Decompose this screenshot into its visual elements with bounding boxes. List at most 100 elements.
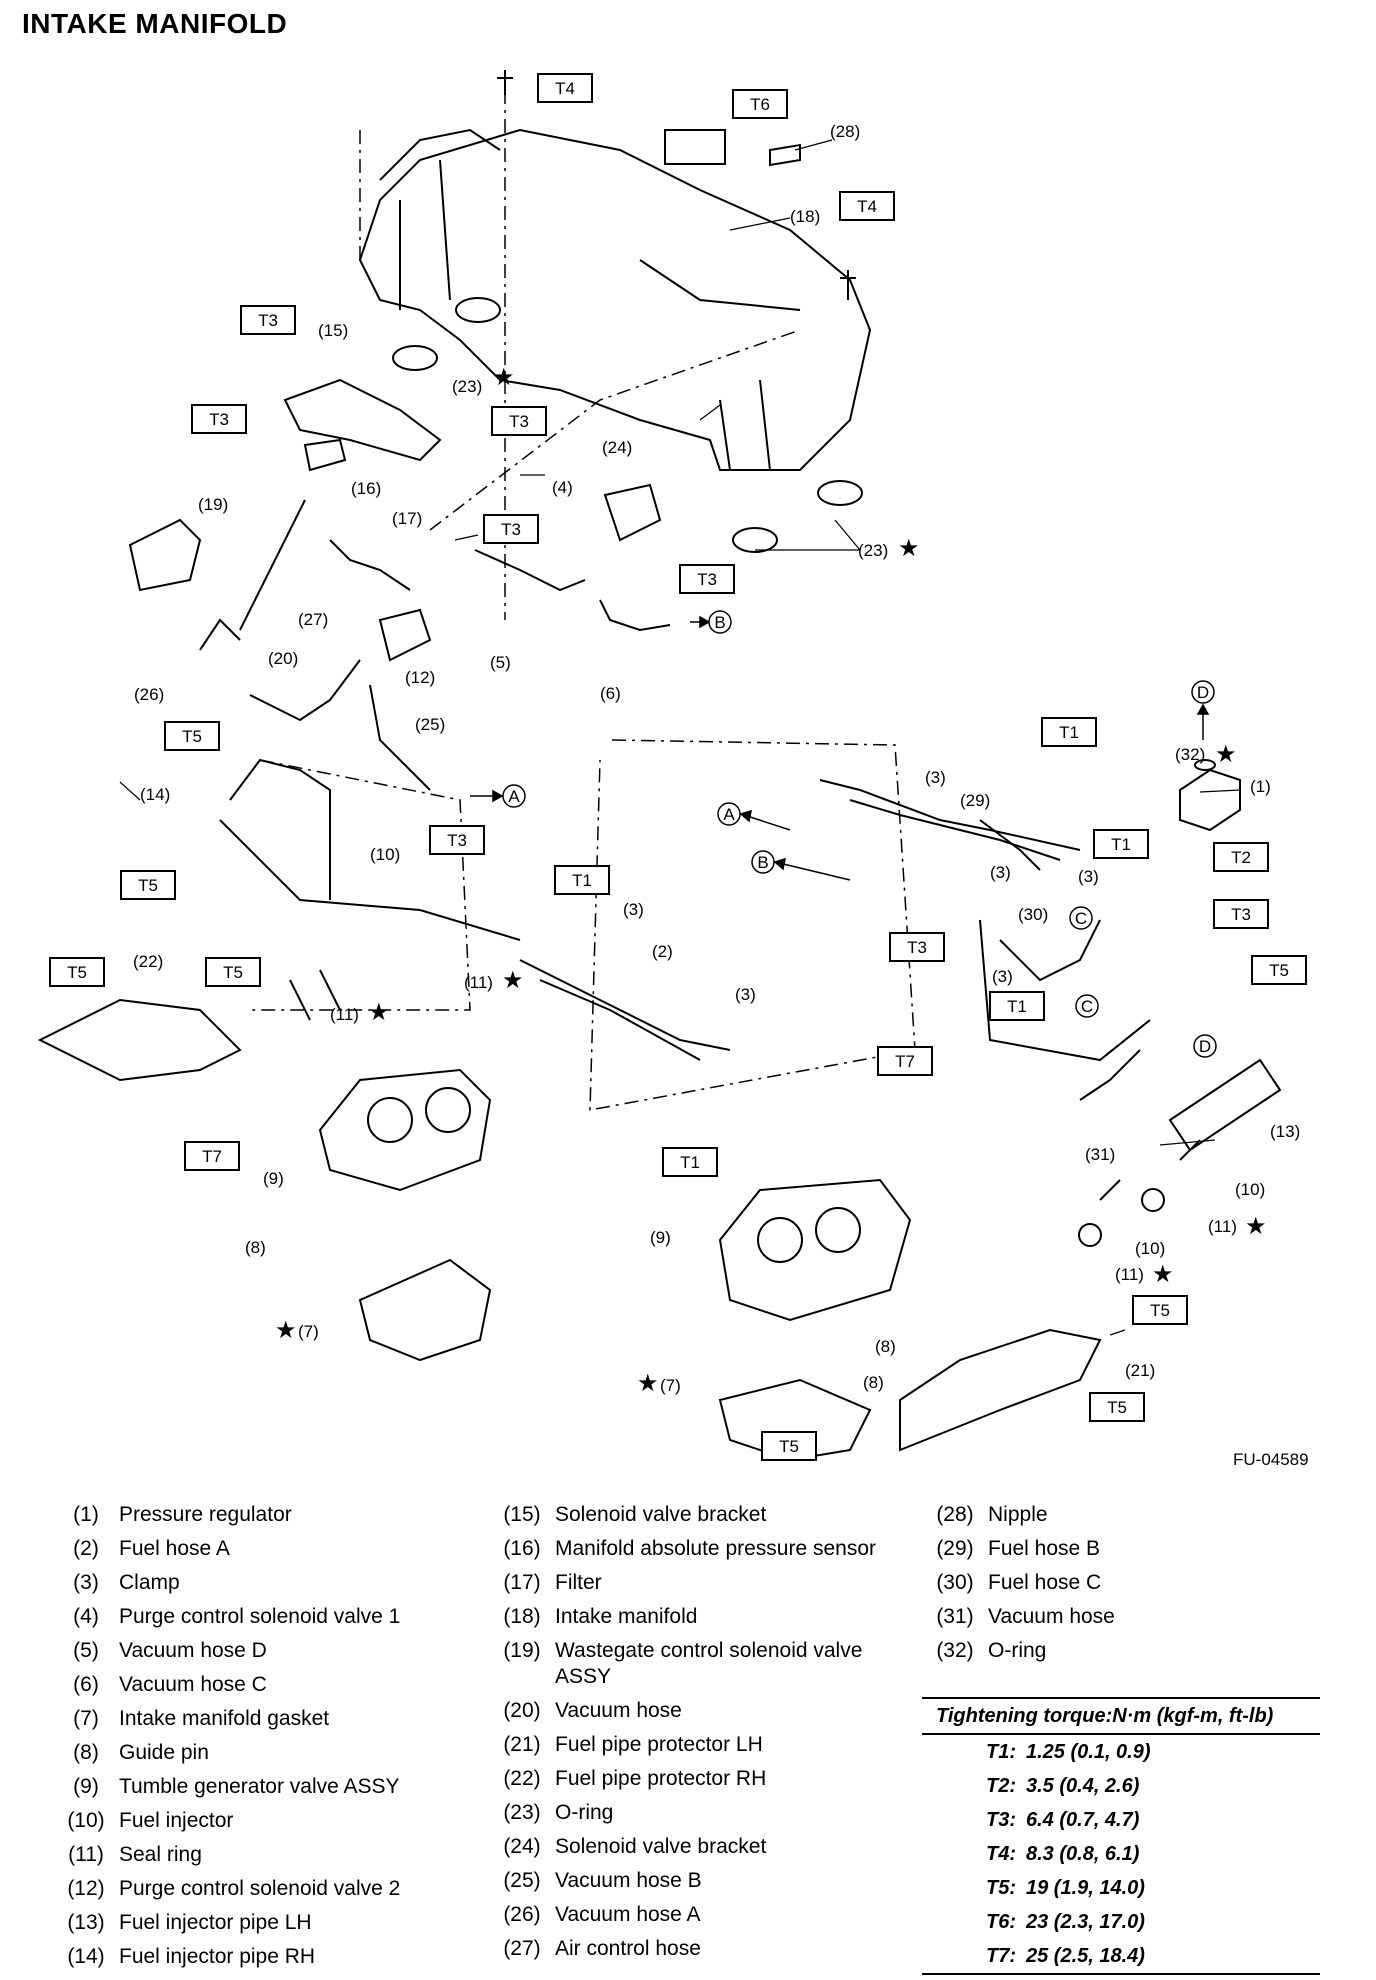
circle-B-1: B [714, 613, 725, 632]
t3-box-4: T3 [483, 514, 539, 544]
circle-B-2: B [757, 853, 768, 872]
t5-box-3: T5 [49, 957, 105, 987]
star-7a: ★ [275, 1317, 297, 1344]
intake-manifold [358, 128, 872, 471]
label-12: (12) [405, 668, 435, 687]
legend-row: (31)Vacuum hose [936, 1605, 1115, 1628]
label-19: (19) [198, 495, 228, 514]
seal-ring-lh-2 [1141, 1188, 1165, 1212]
label-17: (17) [392, 509, 422, 528]
star-23a: ★ [493, 364, 515, 391]
star-32: ★ [1215, 741, 1237, 768]
vacuum-hose-31 [1079, 1049, 1141, 1101]
torque-header: Tightening torque:N·m (kgf-m, ft-lb) [922, 1697, 1320, 1735]
figure-code: FU-04589 [1233, 1450, 1309, 1469]
legend-row: (32)O-ring [936, 1639, 1047, 1662]
pressure-regulator [1179, 768, 1241, 832]
o-ring-23a [392, 345, 438, 371]
t3-box-7: T3 [1213, 899, 1269, 929]
svg-text:T7: T7 [202, 1147, 222, 1166]
legend-row: (7)Intake manifold gasket [73, 1707, 330, 1730]
label-7a: (7) [298, 1322, 319, 1341]
t1-box-4: T1 [989, 991, 1045, 1021]
label-15: (15) [318, 321, 348, 340]
label-11b: (11) [330, 1005, 359, 1024]
legend-row: (23)O-ring [503, 1801, 614, 1824]
svg-text:T1: T1 [1111, 835, 1131, 854]
legend-row: (4)Purge control solenoid valve 1 [73, 1605, 401, 1628]
legend-row: (27)Air control hose [503, 1937, 701, 1960]
tumble-generator-valve-rh [318, 1068, 492, 1192]
svg-text:T3: T3 [509, 412, 529, 431]
label-9a: (9) [263, 1169, 284, 1188]
label-6: (6) [600, 684, 621, 703]
label-30: (30) [1018, 905, 1048, 924]
o-ring-23c [732, 527, 778, 553]
fuel-injector-pipe-lh [1168, 1058, 1282, 1152]
label-10c: (10) [1135, 1239, 1165, 1258]
t5-box-7: T5 [1089, 1392, 1145, 1422]
t3-box-3: T3 [491, 406, 547, 436]
label-20: (20) [268, 649, 298, 668]
legend-row: (1)Pressure regulator [73, 1503, 292, 1526]
svg-text:T3: T3 [258, 311, 278, 330]
t3-box-1: T3 [240, 305, 296, 335]
torque-row: T6:23 (2.3, 17.0) [986, 1911, 1145, 1933]
label-8c: (8) [863, 1373, 884, 1392]
label-3d: (3) [623, 900, 644, 919]
star-11d: ★ [1152, 1261, 1174, 1288]
label-10b: (10) [1235, 1180, 1265, 1199]
legend-row: (3)Clamp [73, 1571, 180, 1594]
vacuum-hose-26 [249, 659, 361, 722]
legend-column-2: (15)Solenoid valve bracket (16)Manifold … [489, 1498, 925, 1966]
t1-box-2: T1 [1093, 829, 1149, 859]
star-11c: ★ [1245, 1213, 1267, 1240]
legend-row: (13)Fuel injector pipe LH [67, 1911, 312, 1934]
legend-row: (20)Vacuum hose [503, 1699, 682, 1722]
label-23b: (23) [858, 541, 888, 560]
t3-box-6: T3 [429, 825, 485, 855]
filter-17 [329, 539, 411, 591]
legend-row: (28)Nipple [936, 1503, 1048, 1526]
label-32: (32) [1175, 745, 1205, 764]
circle-A-1: A [508, 787, 520, 806]
fuel-pipe-protector-lh [899, 1328, 1102, 1452]
circle-D-1: D [1197, 683, 1209, 702]
legend-row: (21)Fuel pipe protector LH [503, 1733, 763, 1756]
label-18: (18) [790, 207, 820, 226]
svg-text:T3: T3 [697, 570, 717, 589]
label-1: (1) [1250, 777, 1271, 796]
legend-row: (15)Solenoid valve bracket [503, 1503, 767, 1526]
circle-D-2: D [1199, 1037, 1211, 1056]
circled-letters: B D A A B C C D [502, 610, 1217, 1058]
label-13: (13) [1270, 1122, 1300, 1141]
fuel-injector-rh [289, 969, 341, 1021]
label-7b: (7) [660, 1376, 681, 1395]
intake-manifold-gasket-rh [358, 1258, 492, 1362]
t1-box-1: T1 [1041, 717, 1097, 747]
o-ring-32 [1194, 759, 1216, 771]
label-3c: (3) [1078, 867, 1099, 886]
svg-text:T3: T3 [501, 520, 521, 539]
legend-row: (8)Guide pin [73, 1741, 209, 1764]
label-3a: (3) [925, 768, 946, 787]
torque-table: Tightening torque:N·m (kgf-m, ft-lb) T1:… [922, 1697, 1320, 1975]
t2-box: T2 [1213, 842, 1269, 872]
legend-row: (24)Solenoid valve bracket [503, 1835, 767, 1858]
svg-text:T3: T3 [209, 410, 229, 429]
torque-row: T1:1.25 (0.1, 0.9) [986, 1741, 1151, 1763]
fuel-hose-c [999, 919, 1101, 982]
label-11a: (11) [464, 973, 493, 992]
label-26: (26) [134, 685, 164, 704]
legend-column-3: (28)Nipple (29)Fuel hose B (30)Fuel hose… [922, 1498, 1358, 1668]
svg-text:T4: T4 [857, 197, 877, 216]
label-11c: (11) [1208, 1217, 1237, 1236]
circle-C-2: C [1081, 997, 1093, 1016]
t3-box-8: T3 [889, 932, 945, 962]
fuel-injector-lh [1099, 1139, 1201, 1201]
label-3e: (3) [992, 967, 1013, 986]
t4-box-right: T4 [839, 191, 895, 221]
t7-box-2: T7 [184, 1141, 240, 1171]
label-29: (29) [960, 791, 990, 810]
o-ring-23d [817, 480, 863, 506]
